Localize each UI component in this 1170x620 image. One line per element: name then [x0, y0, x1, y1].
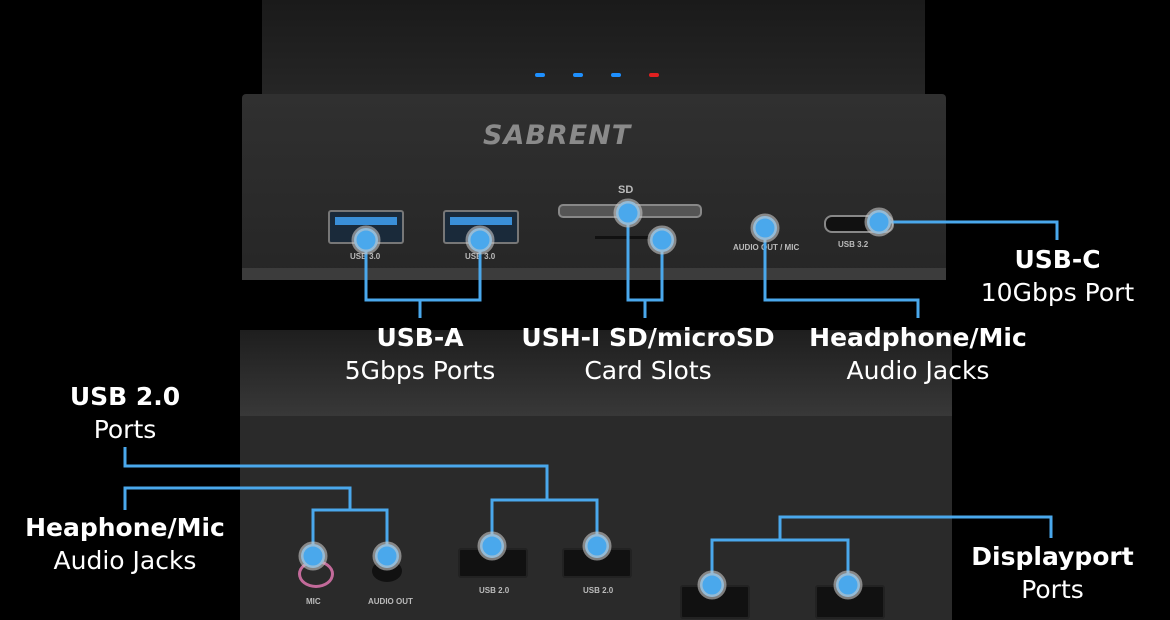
- callout-title: USH-I SD/microSD: [521, 323, 775, 352]
- callout-sub: Audio Jacks: [53, 546, 197, 575]
- callout-title: USB-A: [376, 323, 464, 352]
- callout-sub: Ports: [1021, 575, 1084, 604]
- stand: [262, 0, 925, 96]
- callout-sub: 5Gbps Ports: [344, 356, 496, 385]
- callout-sub: Card Slots: [584, 356, 712, 385]
- callout-title: USB-C: [1014, 245, 1101, 274]
- callout-title: Displayport: [971, 542, 1134, 571]
- port-label: AUDIO OUT: [368, 597, 413, 606]
- lower-unit-top: [240, 330, 952, 416]
- brand-logo: SABRENT: [483, 120, 632, 151]
- port-label: USB 2.0: [479, 586, 510, 595]
- callout-sub: Audio Jacks: [846, 356, 990, 385]
- led-indicator: [535, 73, 545, 77]
- led-indicator: [649, 73, 659, 77]
- led-indicator: [573, 73, 583, 77]
- callout-usb-c: USB-C 10Gbps Port: [970, 243, 1145, 309]
- callout-usb-a: USB-A 5Gbps Ports: [340, 321, 500, 387]
- microsd-slot: [595, 236, 655, 239]
- callout-sub: 10Gbps Port: [980, 278, 1135, 307]
- port-label: USB 2.0: [583, 586, 614, 595]
- led-indicator: [611, 73, 621, 77]
- callout-sd: USH-I SD/microSD Card Slots: [518, 321, 778, 387]
- port-label: MIC: [306, 597, 321, 606]
- callout-sub: Ports: [93, 415, 157, 444]
- port-label: USB 3.2: [838, 240, 869, 249]
- callout-title: USB 2.0: [69, 382, 181, 411]
- callout-title: Heaphone/Mic: [25, 513, 225, 542]
- dock-edge: [242, 268, 946, 280]
- callout-title: Headphone/Mic: [809, 323, 1027, 352]
- port-label: SD: [618, 184, 634, 196]
